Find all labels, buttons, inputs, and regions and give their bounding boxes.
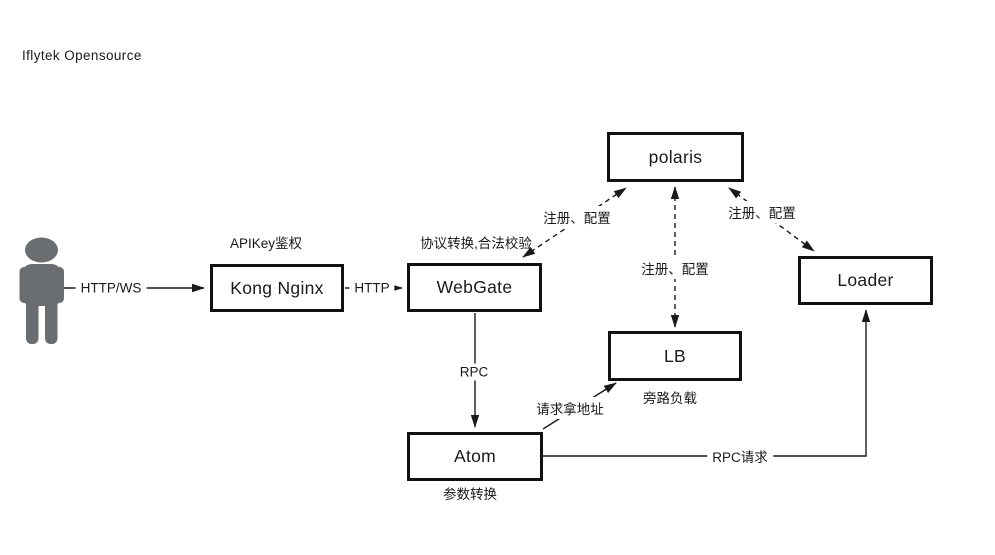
node-kong-nginx-label: Kong Nginx	[230, 277, 324, 298]
edge-label-register-config-loader: 注册、配置	[723, 201, 801, 223]
edge-label-http-ws: HTTP/WS	[75, 279, 147, 297]
caption-webgate-protocol: 协议转换,合法校验	[420, 236, 532, 251]
edge-atom-to-loader	[543, 309, 871, 457]
node-polaris: polaris	[607, 132, 744, 182]
caption-kong-apikey: APIKey鉴权	[229, 236, 303, 251]
node-loader: Loader	[798, 256, 933, 305]
caption-lb-bypass-load: 旁路负载	[643, 391, 697, 406]
edge-label-rpc: RPC	[454, 363, 494, 381]
node-kong-nginx: Kong Nginx	[210, 264, 344, 312]
node-polaris-label: polaris	[648, 146, 703, 167]
edge-label-rpc-request: RPC请求	[707, 445, 773, 467]
node-webgate-label: WebGate	[436, 277, 513, 297]
edge-label-get-address: 请求拿地址	[531, 397, 609, 419]
node-webgate: WebGate	[407, 263, 542, 312]
edge-label-register-config-lb: 注册、配置	[636, 257, 714, 279]
node-lb: LB	[608, 331, 742, 381]
node-atom: Atom	[407, 432, 543, 481]
edge-label-register-config-webgate: 注册、配置	[538, 206, 616, 228]
node-atom-label: Atom	[453, 446, 497, 466]
node-loader-label: Loader	[837, 270, 894, 290]
diagram-title: Iflytek Opensource	[22, 48, 142, 63]
user-icon	[19, 237, 64, 344]
node-lb-label: LB	[663, 345, 686, 366]
edge-label-http: HTTP	[349, 279, 395, 297]
caption-atom-param-convert: 参数转换	[443, 487, 497, 502]
edge-webgate-polaris-dashed	[522, 187, 627, 258]
